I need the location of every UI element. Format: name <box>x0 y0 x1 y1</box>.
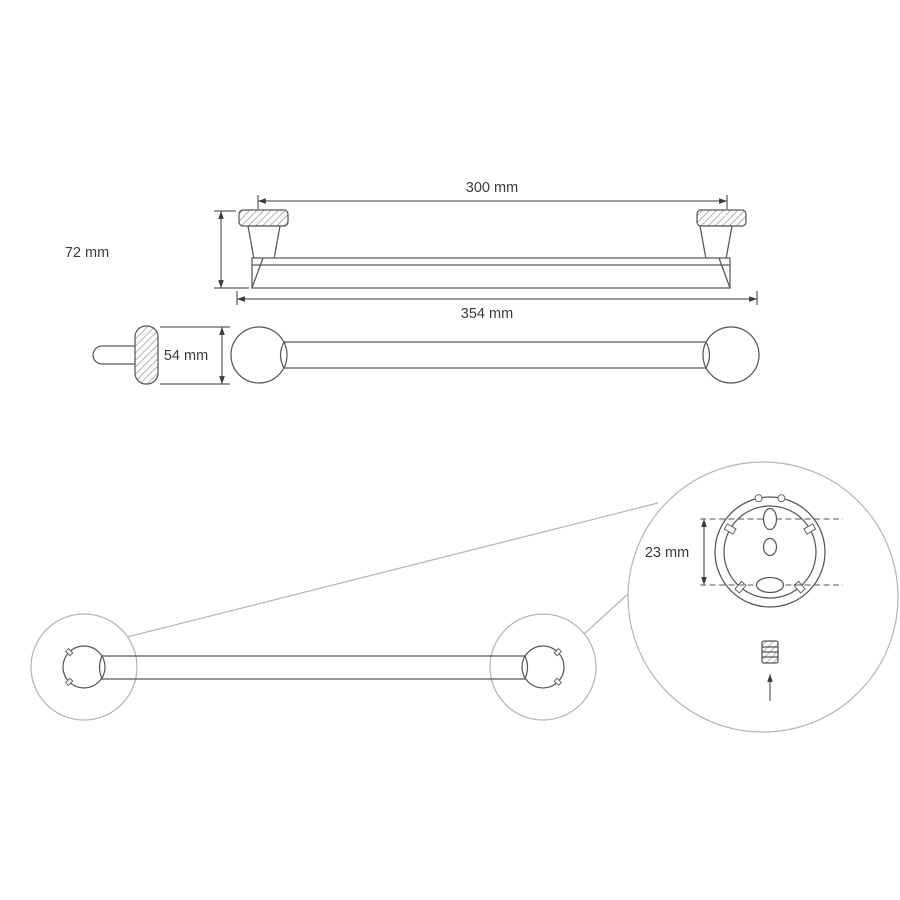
cap-left-clip-notches <box>65 648 74 686</box>
mount-post-left <box>247 225 281 260</box>
side-profile-view <box>92 325 159 385</box>
dim-72-label: 72 mm <box>65 245 109 261</box>
end-cap-right <box>521 645 565 689</box>
mounting-plate-detail <box>700 494 843 608</box>
wall-plate-side <box>134 325 159 385</box>
end-cap-left <box>62 645 106 689</box>
front-view <box>230 326 760 384</box>
dimension-354: 354 mm <box>236 291 758 322</box>
magnifier-circle-left <box>30 613 138 721</box>
dim-354-label: 354 mm <box>461 306 513 322</box>
dimension-72: 72 mm <box>65 210 249 289</box>
dim-300-label: 300 mm <box>466 180 518 196</box>
cap-junction-left <box>98 655 103 680</box>
screw-slot-middle <box>762 537 778 557</box>
dimension-300: 300 mm <box>257 180 728 209</box>
cap-junction-right <box>705 341 711 369</box>
magnifier-circle-right <box>489 613 597 721</box>
cap-junction-right <box>524 655 529 680</box>
bottom-front-view <box>30 613 597 721</box>
mount-post-right <box>699 225 733 260</box>
detail-circle: 23 mm <box>627 461 899 733</box>
screw-slot-top <box>762 507 778 531</box>
wall-plate-left <box>238 209 289 227</box>
towel-bar-body <box>251 257 731 289</box>
leader-line-lower <box>583 592 630 635</box>
dim-54-label: 54 mm <box>164 348 208 364</box>
top-view <box>238 209 747 289</box>
dimension-23: 23 mm <box>645 519 707 585</box>
dimension-54: 54 mm <box>160 326 230 385</box>
end-rosette-right <box>702 326 760 384</box>
screw-slot-bottom <box>755 576 785 594</box>
wall-plate-right <box>696 209 747 227</box>
bar-outline <box>251 257 731 289</box>
plate-top-lug <box>754 494 763 503</box>
screw-detail <box>761 640 779 701</box>
end-rosette-left <box>230 326 288 384</box>
cap-junction-left <box>279 341 285 369</box>
dim-23-label: 23 mm <box>645 545 689 561</box>
bar-right-chamfer <box>718 257 731 289</box>
cap-right-clip-notches <box>553 648 562 686</box>
bar-left-chamfer <box>251 257 264 289</box>
detail-leaders <box>126 502 659 638</box>
leader-line-upper <box>126 502 659 638</box>
plate-inner-circle <box>723 505 817 599</box>
plate-top-lug <box>777 494 786 503</box>
